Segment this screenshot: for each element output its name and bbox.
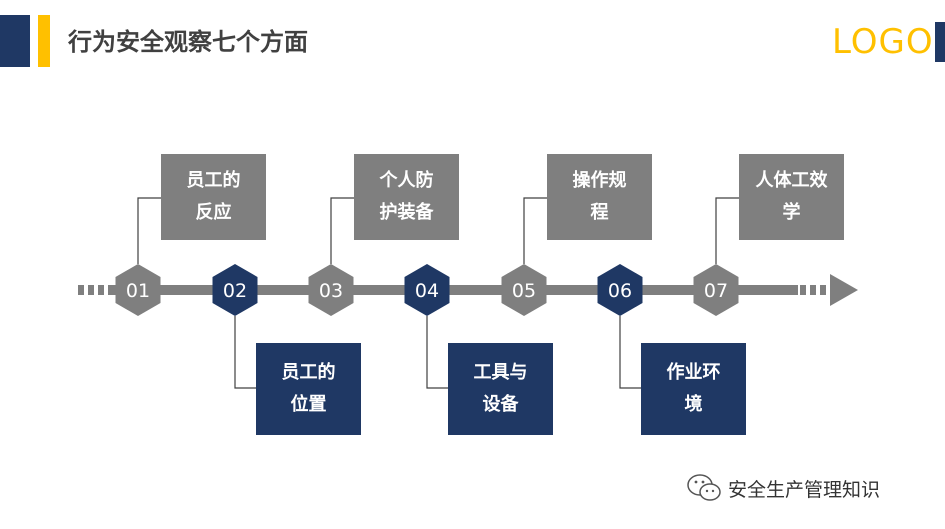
connector-line <box>234 316 256 389</box>
header-accent-block <box>0 15 30 67</box>
step-02-hexagon: 02 <box>212 264 258 316</box>
step-label-line1: 员工的 <box>186 170 241 191</box>
axis-dash <box>820 285 826 295</box>
step-number: 03 <box>319 280 343 302</box>
connector-line <box>330 197 354 264</box>
step-06-hexagon: 06 <box>597 264 643 316</box>
step-label: 作业环境 <box>655 357 733 421</box>
step-01-box: 员工的反应 <box>161 154 266 240</box>
step-label: 人体工效学 <box>753 165 831 229</box>
step-label: 工具与设备 <box>462 357 540 421</box>
step-label-line1: 个人防 <box>379 170 434 191</box>
step-hexagons: 01 02 03 04 05 06 07 <box>115 264 739 316</box>
step-number: 04 <box>415 280 439 302</box>
step-number: 02 <box>223 280 247 302</box>
header-accent-bar <box>38 15 50 67</box>
page-title: 行为安全观察七个方面 <box>68 28 308 56</box>
connector-line <box>715 197 739 264</box>
hexagon-shape <box>115 264 161 316</box>
connector-line <box>137 197 161 264</box>
step-label-line1: 人体工效 <box>755 170 828 191</box>
step-label-line2: 位置 <box>290 394 327 415</box>
hexagon-shape <box>501 264 547 316</box>
step-04-hexagon: 04 <box>404 264 450 316</box>
step-number: 07 <box>704 280 728 302</box>
step-03-box: 个人防护装备 <box>354 154 459 240</box>
hexagon-shape <box>308 264 354 316</box>
step-label-line2: 学 <box>782 202 801 223</box>
step-label-line2: 设备 <box>482 394 519 415</box>
connector-line <box>426 316 448 389</box>
logo: LOGO <box>832 22 934 62</box>
step-01-hexagon: 01 <box>115 264 161 316</box>
wechat-icon <box>687 474 721 501</box>
axis-arrow <box>830 274 858 306</box>
logo-accent-bar <box>935 22 945 62</box>
step-label-line1: 操作规 <box>572 170 627 191</box>
step-05-hexagon: 05 <box>501 264 547 316</box>
step-label-line1: 工具与 <box>473 362 528 383</box>
axis-dash <box>800 285 806 295</box>
connector-line <box>619 316 641 389</box>
hexagon-shape <box>404 264 450 316</box>
step-number: 01 <box>126 280 150 302</box>
step-06-box: 作业环境 <box>641 343 746 435</box>
hexagon-shape <box>212 264 258 316</box>
step-label-line2: 境 <box>684 394 703 415</box>
step-03-hexagon: 03 <box>308 264 354 316</box>
step-label-line2: 程 <box>590 202 609 223</box>
step-07-box: 人体工效学 <box>739 154 844 240</box>
watermark: 安全生产管理知识 <box>686 472 880 504</box>
step-label-line1: 员工的 <box>281 362 336 383</box>
hexagon-shape <box>597 264 643 316</box>
step-number: 05 <box>512 280 536 302</box>
step-label-line2: 护装备 <box>379 202 434 223</box>
hexagon-shape <box>693 264 739 316</box>
connector-line <box>523 197 547 264</box>
step-label-line2: 反应 <box>195 202 232 223</box>
watermark-text: 安全生产管理知识 <box>728 478 881 501</box>
step-number: 06 <box>608 280 632 302</box>
axis-dash <box>78 285 84 295</box>
timeline-axis <box>78 274 858 306</box>
step-05-box: 操作规程 <box>547 154 652 240</box>
step-04-box: 工具与设备 <box>448 343 553 435</box>
axis-line <box>108 285 798 295</box>
axis-dash <box>98 285 104 295</box>
step-label: 员工的位置 <box>270 357 348 421</box>
step-07-hexagon: 07 <box>693 264 739 316</box>
axis-dash <box>810 285 816 295</box>
step-label: 个人防护装备 <box>368 165 446 229</box>
step-02-box: 员工的位置 <box>256 343 361 435</box>
step-label: 员工的反应 <box>175 165 253 229</box>
step-label: 操作规程 <box>561 165 639 229</box>
axis-dash <box>88 285 94 295</box>
connector-lines <box>137 197 739 389</box>
step-label-line1: 作业环 <box>666 362 721 383</box>
